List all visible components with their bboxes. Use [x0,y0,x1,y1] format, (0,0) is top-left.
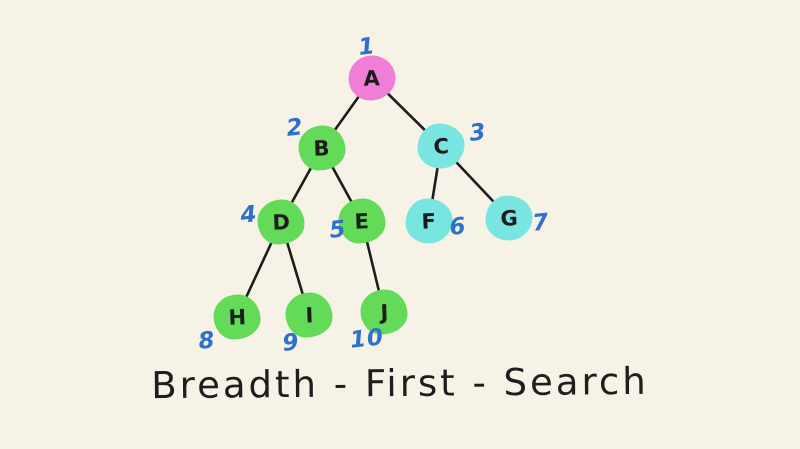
node-blob [405,198,453,244]
tree-node-i: I [285,292,333,338]
visit-order-10: 10 [348,324,386,354]
tree-node-d: D [257,199,305,245]
node-label: B [313,135,331,161]
node-blob [213,294,261,340]
node-label: E [354,208,370,234]
node-label: A [363,65,381,91]
node-label: C [432,133,450,159]
node-blob [417,123,465,169]
node-blob [348,55,396,101]
visit-order-1: 1 [357,33,377,61]
visit-order-3: 3 [468,119,488,147]
visit-order-6: 6 [448,213,468,241]
visit-order-8: 8 [197,327,217,355]
node-blob [485,195,533,241]
node-label: G [499,205,519,231]
diagram-title: Breadth - First - Search [151,359,649,408]
node-blob [257,199,305,245]
tree-node-b: B [298,125,346,171]
visit-order-5: 5 [328,216,348,244]
node-blob [360,289,408,335]
node-blob [338,198,386,244]
tree-node-e: E [338,198,386,244]
tree-node-f: F [405,198,453,244]
node-label: D [271,209,291,235]
tree-node-c: C [417,123,465,169]
node-blob [298,125,346,171]
tree-node-j: J [360,289,408,335]
visit-order-9: 9 [281,329,301,357]
node-label: F [421,208,437,234]
visit-order-2: 2 [285,114,305,142]
node-label: I [304,302,314,328]
tree-node-h: H [213,294,261,340]
node-label: J [379,299,389,325]
visit-order-7: 7 [531,209,551,237]
node-label: H [227,304,247,330]
tree-node-g: G [485,195,533,241]
node-blob [285,292,333,338]
tree-node-a: A [348,55,396,101]
visit-order-4: 4 [239,201,259,229]
